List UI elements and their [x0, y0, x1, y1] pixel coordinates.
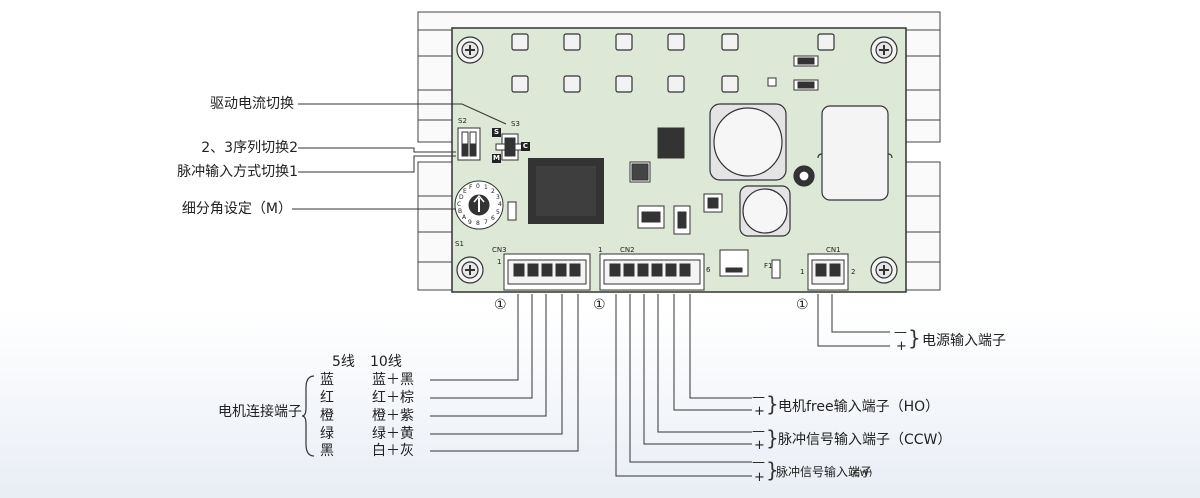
- motor-row-ten: 绿＋黄: [372, 426, 414, 442]
- dial-digit: 2: [491, 188, 495, 195]
- screw-icon: [456, 256, 484, 284]
- dial-digit: A: [462, 214, 467, 221]
- sequence-switch-label: 2、3序列切换2: [201, 140, 298, 156]
- motor-row-five: 绿: [320, 426, 334, 442]
- motor-row-ten: 白＋灰: [372, 443, 414, 459]
- dial-digit: 9: [468, 219, 472, 226]
- motor-free-input-label: 电机free输入端子（HO）: [778, 399, 940, 415]
- cn2-pin1-label: 1: [598, 246, 603, 254]
- s2-dip-switch: [457, 127, 481, 161]
- cn3-pin1-marker: ①: [494, 297, 507, 313]
- dial-digit: D: [459, 194, 464, 201]
- motor-col-5wire: 5线: [332, 354, 355, 370]
- motor-row-five: 黑: [320, 443, 334, 459]
- dial-digit: 7: [484, 219, 488, 226]
- motor-brace: [302, 375, 315, 457]
- drive-current-label: 驱动电流切换: [210, 96, 294, 112]
- dial-digit: 6: [491, 215, 495, 222]
- dial-digit: F: [469, 184, 473, 191]
- heatsink-fins: [417, 11, 941, 291]
- motor-leader-lines: [430, 294, 579, 452]
- ccw-pulse-input-label: 脉冲信号输入端子（CCW）: [778, 432, 952, 448]
- power-plus: +: [896, 339, 907, 354]
- signal-minus: —: [752, 424, 765, 439]
- pulse-mode-label: 脉冲输入方式切换1: [177, 164, 298, 180]
- cn2-pin6-label: 6: [706, 266, 711, 274]
- driver-ic: [507, 127, 781, 279]
- cn3-label: CN3: [492, 246, 507, 254]
- dial-digit: E: [463, 188, 467, 195]
- screw-icon: [870, 36, 898, 64]
- mounting-screws: [456, 36, 898, 284]
- power-leader-lines: [817, 294, 890, 347]
- dial-digit: C: [457, 201, 462, 208]
- dial-digit: 4: [498, 201, 502, 208]
- switch-s-label: S: [492, 128, 501, 137]
- inductor: [709, 103, 787, 181]
- cn1-pin2-label: 2: [851, 268, 856, 276]
- electrolytic-capacitor: [817, 105, 893, 201]
- motor-row-five: 蓝: [320, 372, 334, 388]
- switch-m-label: M: [492, 154, 501, 163]
- dial-digit: 5: [496, 209, 500, 216]
- signal-minus: —: [752, 390, 765, 405]
- dial-digit: B: [458, 208, 463, 215]
- signal-brace: }: [766, 458, 779, 482]
- signal-brace: }: [766, 392, 779, 416]
- dial-digit: 8: [476, 220, 480, 227]
- cn3-connector: [503, 253, 591, 291]
- signal-minus: —: [752, 455, 765, 470]
- signal-plus: +: [754, 470, 765, 485]
- signal-brace: }: [766, 426, 779, 450]
- motor-row-five: 橙: [320, 408, 334, 424]
- smd-parts: [767, 55, 819, 91]
- cn3-pin1-label: 1: [497, 258, 502, 266]
- power-transistor-pads: [511, 33, 835, 93]
- cn2-connector: [599, 253, 705, 291]
- signal-leader-lines: [615, 294, 752, 477]
- callout-lines: [292, 103, 507, 210]
- motor-row-ten: 蓝＋黑: [372, 372, 414, 388]
- cn2-label: CN2: [620, 246, 635, 254]
- dial-digit: 1: [484, 184, 488, 191]
- motor-connection-label: 电机连接端子: [218, 404, 302, 420]
- cw-suffix: (CW): [850, 469, 873, 479]
- cn1-pin1-label: 1: [800, 268, 805, 276]
- cn1-connector: [807, 253, 849, 291]
- switch-c-label: C: [521, 142, 530, 151]
- motor-row-five: 红: [320, 390, 334, 406]
- s3-label: S3: [511, 120, 520, 128]
- dial-digit: 3: [496, 194, 500, 201]
- microcontroller-chip: [528, 158, 604, 224]
- s1-label: S1: [455, 240, 464, 248]
- microstep-label: 细分角设定（M）: [181, 201, 292, 217]
- cn1-label: CN1: [826, 246, 841, 254]
- signal-plus: +: [754, 438, 765, 453]
- f1-label: F1: [764, 262, 773, 270]
- small-inductor: [739, 165, 815, 237]
- s2-label: S2: [458, 117, 467, 125]
- cn1-pin1-marker: ①: [796, 297, 809, 313]
- power-brace: }: [908, 326, 921, 350]
- dial-digit: 0: [476, 183, 480, 190]
- power-minus: —: [894, 325, 907, 340]
- motor-row-ten: 橙＋紫: [372, 408, 414, 424]
- screw-icon: [870, 256, 898, 284]
- s3-slide-switch: [495, 133, 525, 161]
- cn2-pin1-marker: ①: [593, 297, 606, 313]
- s1-rotary-dial: [454, 180, 504, 230]
- motor-col-10wire: 10线: [370, 354, 402, 370]
- screw-icon: [456, 36, 484, 64]
- power-input-label: 电源输入端子: [922, 333, 1006, 349]
- cw-pulse-input-label: 脉冲信号输入端子: [776, 465, 873, 479]
- signal-plus: +: [754, 404, 765, 419]
- motor-row-ten: 红＋棕: [372, 390, 414, 406]
